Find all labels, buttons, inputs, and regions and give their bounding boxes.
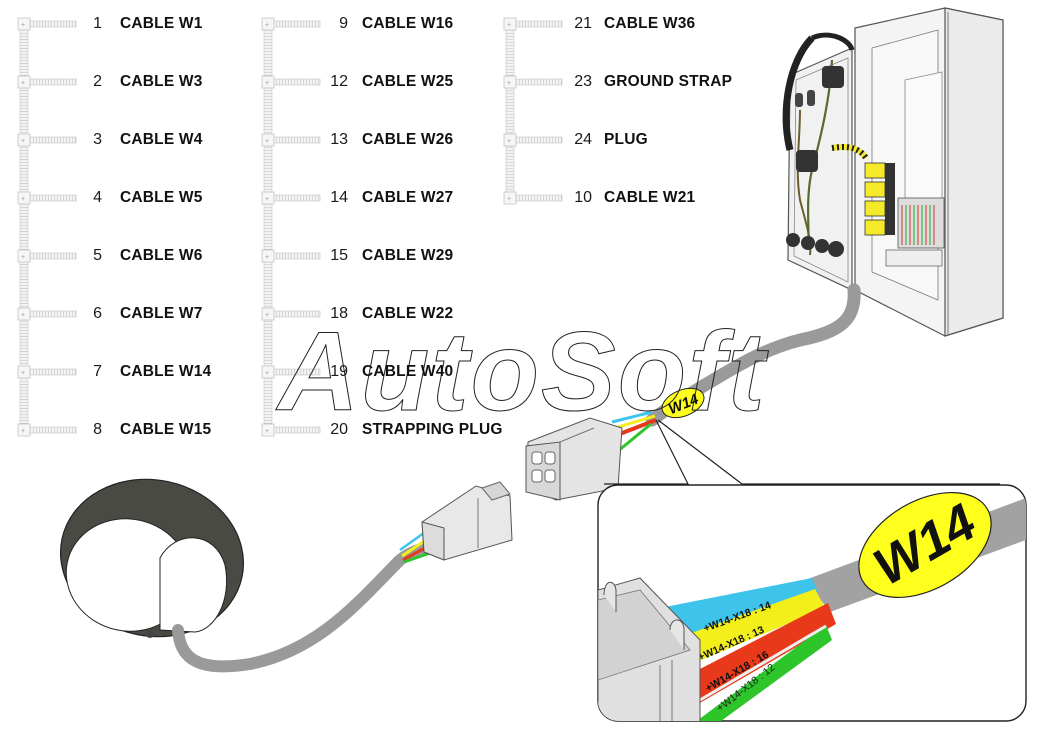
legend-label: CABLE W27 <box>362 189 454 206</box>
legend-number: 12 <box>330 73 348 90</box>
junction-mark: + <box>507 196 511 203</box>
harness-branch-icon <box>273 78 321 86</box>
connector-plug-icon <box>421 481 513 561</box>
junction-mark: + <box>265 370 269 377</box>
junction-mark: + <box>21 138 25 145</box>
legend-label: CABLE W22 <box>362 305 454 322</box>
legend-number: 14 <box>330 189 348 206</box>
detail-callout: +W14-X18 : 14 +W14-X18 : 13 +W14-X18 : 1… <box>597 484 1027 722</box>
junction-mark: + <box>507 138 511 145</box>
harness-branch-icon <box>515 136 563 144</box>
legend-label: CABLE W40 <box>362 363 454 380</box>
harness-branch-icon <box>29 136 77 144</box>
wire-red <box>698 603 836 704</box>
electrical-cabinet-icon <box>782 7 1004 337</box>
harness-trunk-icon: + + + + <box>503 17 563 205</box>
legend-label: CABLE W5 <box>120 189 203 206</box>
junction-mark: + <box>21 254 25 261</box>
harness-branch-icon <box>29 20 77 28</box>
harness-trunk-icon: + + + + + + + + <box>17 17 77 437</box>
legend-number: 13 <box>330 131 348 148</box>
legend-number: 18 <box>330 305 348 322</box>
harness-branch-icon <box>515 20 563 28</box>
lamp-icon <box>59 478 245 638</box>
legend-label: CABLE W21 <box>604 189 696 206</box>
cable-tag-w14: W14 <box>661 387 705 419</box>
legend-label: GROUND STRAP <box>604 73 733 90</box>
legend-label: CABLE W29 <box>362 247 454 264</box>
junction-mark: + <box>21 312 25 319</box>
legend-label: PLUG <box>604 131 648 148</box>
junction-mark: + <box>265 428 269 435</box>
junction-mark: + <box>265 312 269 319</box>
harness-branch-icon <box>515 78 563 86</box>
junction-mark: + <box>265 254 269 261</box>
legend-label: CABLE W26 <box>362 131 454 148</box>
connector-socket-icon <box>525 417 623 501</box>
legend-label: CABLE W3 <box>120 73 203 90</box>
lamp-cable <box>172 542 432 673</box>
legend-number: 2 <box>93 73 102 90</box>
junction-mark: + <box>265 196 269 203</box>
junction-mark: + <box>265 138 269 145</box>
legend-number: 21 <box>574 15 592 32</box>
legend-label: CABLE W15 <box>120 421 212 438</box>
harness-branch-icon <box>273 20 321 28</box>
legend-number: 20 <box>330 421 348 438</box>
harness-branch-icon <box>273 368 321 376</box>
legend-number: 8 <box>93 421 102 438</box>
legend-number: 5 <box>93 247 102 264</box>
junction-mark: + <box>21 428 25 435</box>
callout-pointer <box>657 419 1000 485</box>
junction-mark: + <box>21 80 25 87</box>
harness-branch-icon <box>29 368 77 376</box>
legend-number: 19 <box>330 363 348 380</box>
legend-label: CABLE W36 <box>604 15 696 32</box>
harness-branch-icon <box>273 310 321 318</box>
legend-label: CABLE W6 <box>120 247 203 264</box>
legend-label: CABLE W1 <box>120 15 203 32</box>
callout-pointer <box>604 419 689 485</box>
legend-label: CABLE W25 <box>362 73 454 90</box>
legend-number: 9 <box>339 15 348 32</box>
junction-mark: + <box>21 370 25 377</box>
junction-mark: + <box>265 80 269 87</box>
harness-trunk-icon: + + + + + + + + <box>261 17 321 437</box>
wire-yellow <box>683 589 825 664</box>
junction-mark: + <box>265 22 269 29</box>
legend-label: CABLE W16 <box>362 15 454 32</box>
harness-branch-icon <box>273 194 321 202</box>
wire-blue <box>660 578 818 640</box>
legend-label: CABLE W4 <box>120 131 203 148</box>
harness-branch-icon <box>515 194 563 202</box>
legend-label: CABLE W7 <box>120 305 203 322</box>
wire-bundle-socket <box>611 410 657 453</box>
junction-mark: + <box>21 196 25 203</box>
legend-number: 23 <box>574 73 592 90</box>
harness-branch-icon <box>29 310 77 318</box>
legend-number: 4 <box>93 189 102 206</box>
junction-mark: + <box>507 80 511 87</box>
harness-branch-icon <box>29 194 77 202</box>
harness-branch-icon <box>273 136 321 144</box>
harness-branch-icon <box>29 252 77 260</box>
legend-number: 6 <box>93 305 102 322</box>
junction-mark: + <box>21 22 25 29</box>
wire-green <box>690 625 832 721</box>
harness-branch-icon <box>273 426 321 434</box>
legend-number: 3 <box>93 131 102 148</box>
legend-number: 10 <box>574 189 592 206</box>
harness-branch-icon <box>29 426 77 434</box>
watermark: AutoSoft <box>275 309 769 434</box>
legend-label: STRAPPING PLUG <box>362 421 503 438</box>
legend-label: CABLE W14 <box>120 363 212 380</box>
legend-number: 24 <box>574 131 592 148</box>
legend-number: 15 <box>330 247 348 264</box>
junction-mark: + <box>507 22 511 29</box>
harness-branch-icon <box>273 252 321 260</box>
legend-number: 1 <box>93 15 102 32</box>
harness-branch-icon <box>29 78 77 86</box>
legend-number: 7 <box>93 363 102 380</box>
